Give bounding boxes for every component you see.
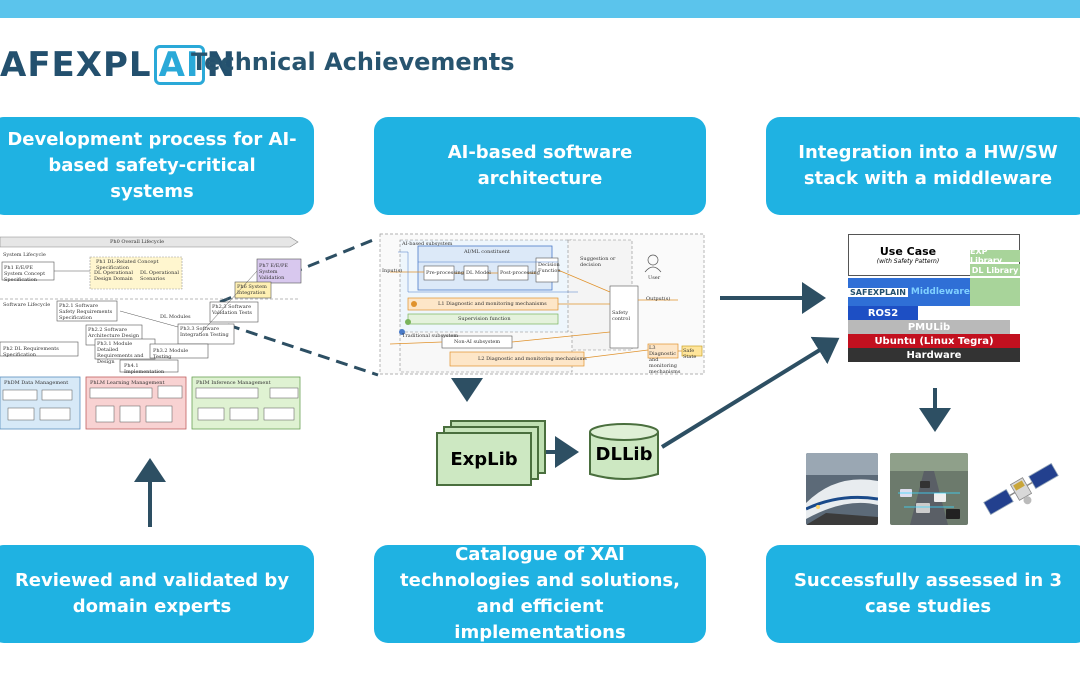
lifecycle-ph6: Ph6 System Integration [237,284,267,296]
lifecycle-ph21: Ph2.1 Software Safety Requirements Speci… [59,303,113,321]
stack-ros2: ROS2 [848,306,918,320]
arch-output: Output(s) [646,296,671,302]
page-title: Technical Achievements [191,48,515,76]
lifecycle-data-mgmt: PhDM Data Management [4,380,69,386]
arch-trad: Traditional subsystem [402,333,459,339]
arch-input: Input(s) [382,268,403,274]
lifecycle-dl-scen: DL Operational Scenarios [140,270,179,282]
box-dev-process: Development process for AI-based safety-… [0,117,314,215]
lifecycle-system-label: System Lifecycle [3,252,46,258]
stack-ubuntu: Ubuntu (Linux Tegra) [848,334,1020,348]
lifecycle-ph4: Ph4.1 Implementation [124,363,165,375]
arch-superv: Supervision function [458,316,511,322]
box-assessed: Successfully assessed in 3 case studies [766,545,1080,643]
box-integration: Integration into a HW/SW stack with a mi… [766,117,1080,215]
traffic-photo [890,453,968,525]
stack-middleware-logo: SAFEXPLAIN [848,287,908,297]
stack-use-case-sub: (with Safety Pattern) [876,258,940,265]
arch-safe-state: Safe State [683,348,697,360]
arch-safety-ctrl: Safety control [612,310,631,322]
arch-l2: L2 Diagnostic and monitoring mechanisms [478,356,587,362]
arch-nonai: Non-AI subsystem [454,339,501,345]
box-architecture: AI-based software architecture [374,117,706,215]
lifecycle-overall-label: Ph0 Overall Lifecycle [110,239,165,245]
logo-text-a: AFEXPL [0,45,152,85]
lifecycle-ph1: Ph1 E/E/PE System Concept Specification [4,265,46,283]
stack-use-case-label: Use Case [879,245,937,258]
stack-pmulib: PMULib [848,320,1010,334]
arch-aiml: AI/ML constituent [464,249,510,255]
satellite-photo [980,458,1062,520]
stack-middleware-label: Middleware [910,287,970,297]
architecture-diagram: AI-based subsystem AI/ML constituent Pre… [378,232,706,376]
arch-dlmodel: DL Model [466,270,491,276]
stack-dl-library: DL Library [970,264,1020,276]
lifecycle-ph1dl: Ph1 DL-Related Concept Specification [96,259,159,271]
arch-l3: L3 Diagnostic and monitoring mechanisms [649,345,681,375]
box-reviewed: Reviewed and validated by domain experts [0,545,314,643]
lifecycle-ph7: Ph7 E/E/PE System Validation [259,263,289,281]
lifecycle-ph32: Ph3.2 Module Testing [153,348,189,360]
lifecycle-diagram: Ph0 Overall Lifecycle System Lifecycle P… [0,232,304,432]
arch-ai-sub: AI-based subsystem [402,241,453,247]
lifecycle-dl-domain: DL Operational Design Domain [94,270,133,282]
top-bar [0,0,1080,18]
stack-middleware: SAFEXPLAIN Middleware [848,278,970,306]
box-catalogue: Catalogue of XAI technologies and soluti… [374,544,706,643]
lifecycle-ph33: Ph3.3 Software Integration Testing [180,326,229,338]
lifecycle-ph31: Ph3.1 Module Detailed Requirements and D… [97,341,144,365]
arch-user: User [648,275,661,281]
lifecycle-ph23: Ph2.3 Software Validation Tests [212,304,252,316]
dllib-cylinder: DLLib [588,422,660,484]
lifecycle-dl-modules: DL Modules [160,314,191,320]
arch-post: Post-processing [500,270,540,276]
logo-ai-chip-icon: AI [153,45,205,85]
logo-text-n: N [206,45,236,85]
arch-pre: Pre-processing [426,270,464,276]
train-photo [806,453,878,525]
dllib-label: DLLib [595,444,653,465]
arch-suggestion: Suggestion or decision [580,256,616,268]
stack-hardware: Hardware [848,348,1020,362]
lifecycle-inf-mgmt: PhIM Inference Management [196,380,271,386]
stack-exp-library: EXP Library [970,247,1020,265]
lifecycle-software-label: Software Lifecycle [3,302,51,308]
software-stack: Use Case (with Safety Pattern) EXP Libra… [848,234,1022,362]
lifecycle-ph22: Ph2.2 Software Architecture Design [88,327,140,339]
lifecycle-ph2dl: Ph2 DL Requirements Specification [3,346,59,358]
lifecycle-learn-mgmt: PhLM Learning Management [90,380,165,386]
arch-decision: Decision Function [538,262,561,274]
arch-l1: L1 Diagnostic and monitoring mechanisms [438,301,547,307]
explib-doc: ExpLib [436,432,532,486]
stack-library-fill [970,278,1020,306]
